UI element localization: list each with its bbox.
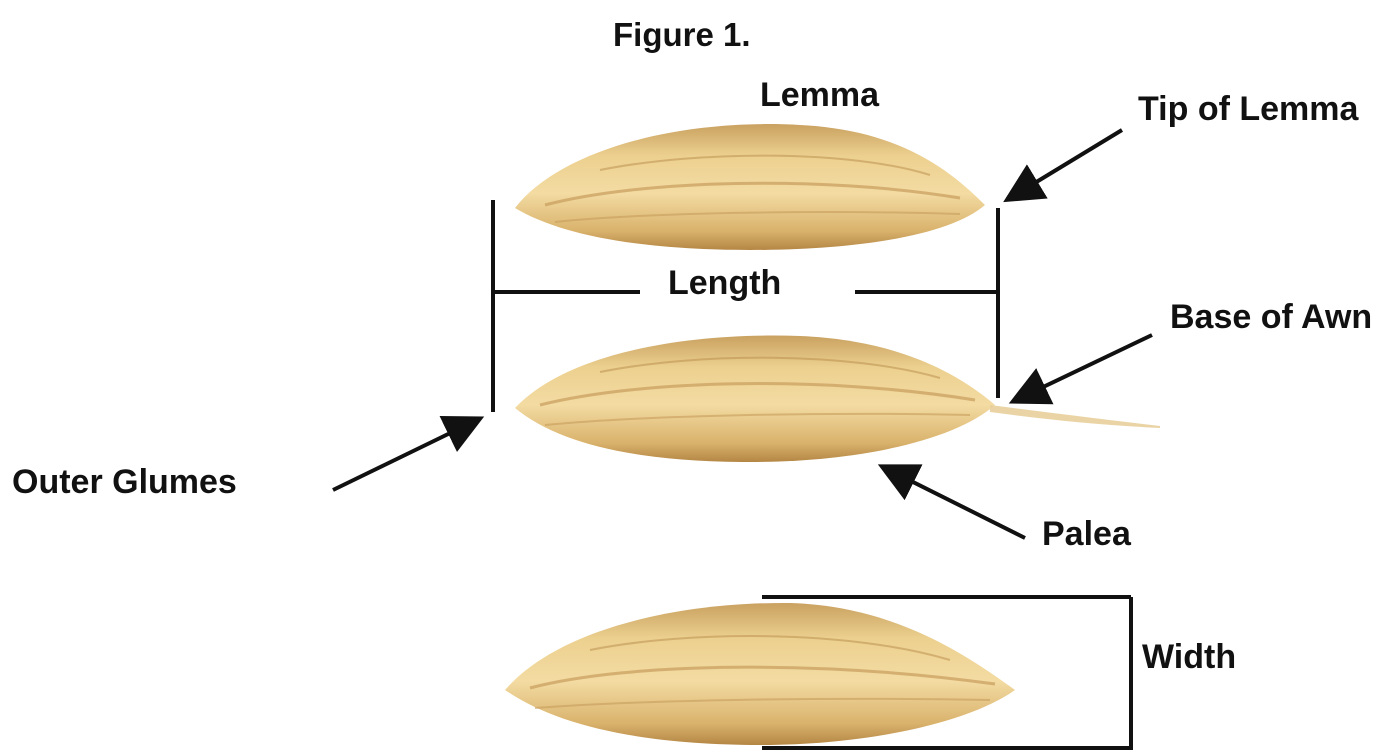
tip-of-lemma-label: Tip of Lemma xyxy=(1138,92,1358,126)
base-of-awn-arrow xyxy=(1016,335,1152,400)
width-label: Width xyxy=(1142,640,1236,674)
lemma-label: Lemma xyxy=(760,78,879,112)
grain-bottom xyxy=(505,603,1015,745)
figure-title: Figure 1. xyxy=(613,18,751,51)
outer-glumes-label: Outer Glumes xyxy=(12,465,237,499)
palea-arrow xyxy=(885,468,1025,538)
base-of-awn-label: Base of Awn xyxy=(1170,300,1372,334)
tip-of-lemma-arrow xyxy=(1010,130,1122,198)
awn xyxy=(990,405,1160,428)
palea-label: Palea xyxy=(1042,517,1131,551)
outer-glumes-arrow xyxy=(333,420,477,490)
grain-top xyxy=(515,124,985,250)
length-label: Length xyxy=(668,266,781,300)
grain-middle xyxy=(515,336,1160,462)
